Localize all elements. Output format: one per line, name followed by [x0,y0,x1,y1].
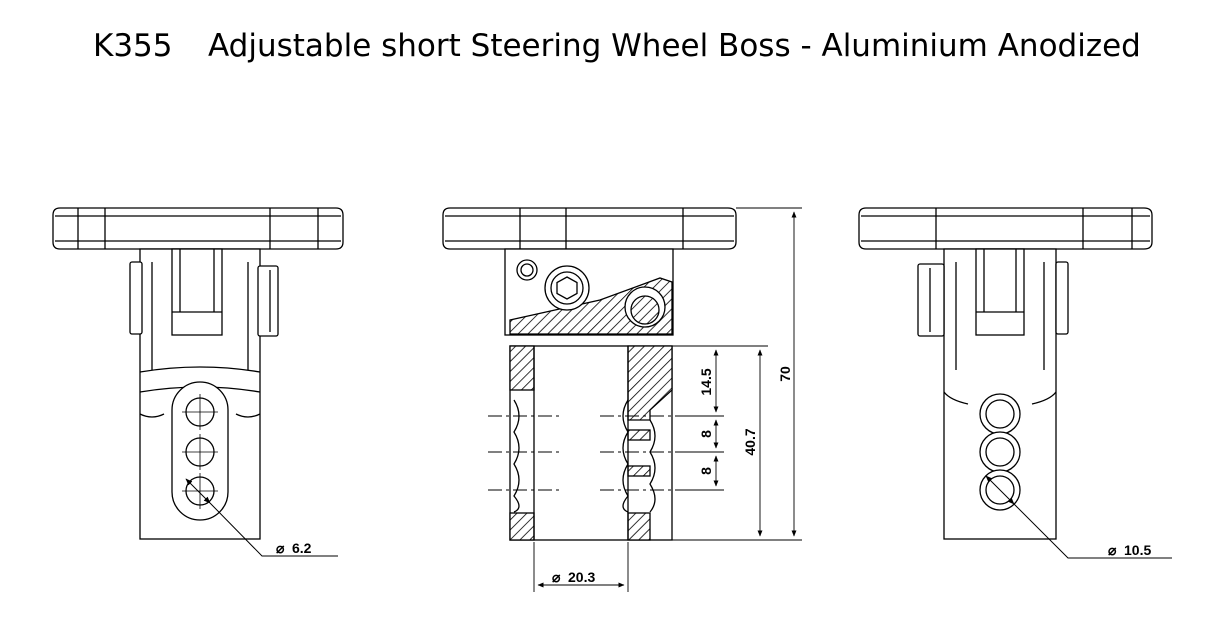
leader-line [185,478,338,557]
part-code: K355 [93,28,173,64]
dim-first-spacing: 14.5 [698,368,714,395]
dim-hole-diameter: 10.5 [1124,542,1151,558]
left-side-view [52,207,344,557]
part-name: Adjustable short Steering Wheel Boss - A… [208,28,1141,64]
dim-total-height: 70 [777,366,793,382]
leader-line [985,475,1172,559]
dim-hole-diameter-symbol: ⌀ [276,540,285,556]
dim-tube-height: 40.7 [742,428,758,455]
right-side-view [858,207,1172,559]
wheel-flange [858,207,1153,250]
dim-hole-spacing: 8 [698,430,714,438]
dim-hole-diameter: 6.2 [292,540,312,556]
dimension-lines [533,207,802,592]
dim-hole-diameter-symbol: ⌀ [1108,542,1117,558]
slot-holes [171,381,229,521]
tube-section [509,345,673,541]
wheel-flange [52,207,344,250]
wheel-flange [442,207,737,250]
clamp-block [504,248,674,336]
dim-hole-spacing: 8 [698,467,714,475]
dim-bore-diameter: 20.3 [568,569,595,585]
section-view [442,207,802,592]
hole-cluster [979,393,1021,511]
dim-bore-diameter-symbol: ⌀ [552,569,561,585]
centerlines [488,415,676,491]
